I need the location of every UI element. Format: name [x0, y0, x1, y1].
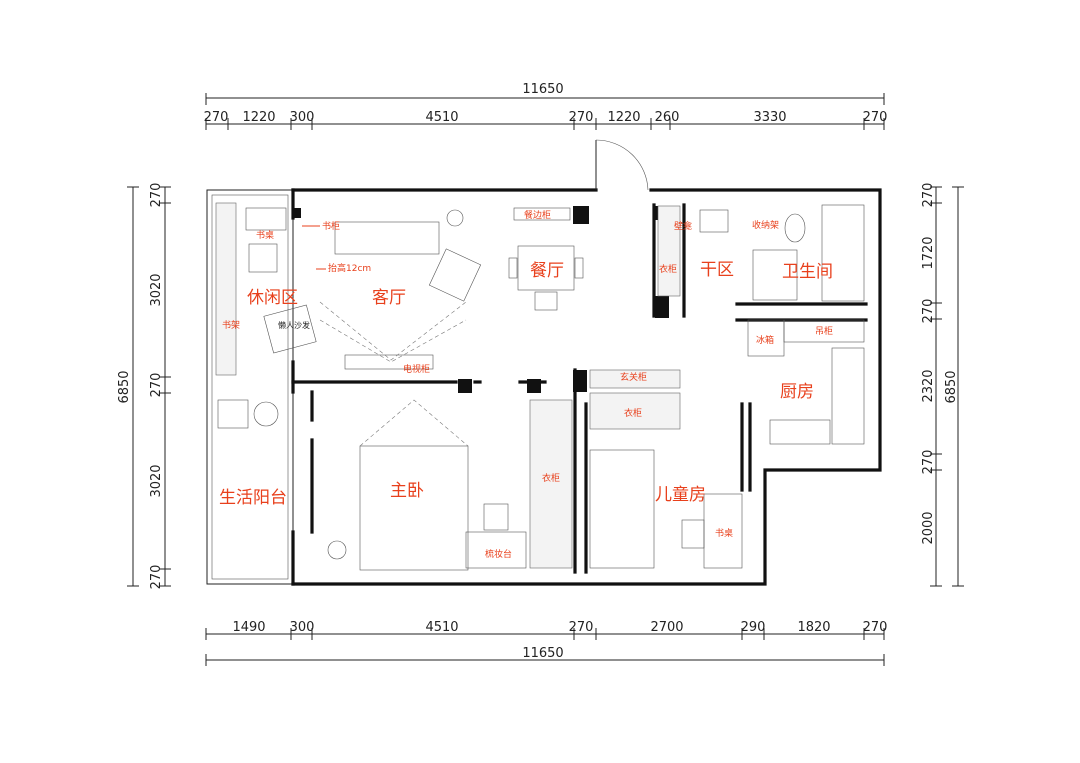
room-labels: 休闲区 客厅 餐厅 干区 卫生间 厨房 生活阳台 主卧 儿童房 [219, 260, 833, 508]
label-sideboard: 餐边柜 [524, 209, 551, 221]
dim-bottom-3: 4510 [425, 620, 458, 635]
dim-right-3: 270 [921, 299, 936, 324]
dim-left-5: 270 [149, 565, 164, 590]
dim-bottom-2: 300 [290, 620, 315, 635]
dim-top-5: 270 [569, 110, 594, 125]
dim-bottom-6: 290 [741, 620, 766, 635]
label-hanging-cabinet: 吊柜 [815, 325, 833, 337]
dim-right-2: 1720 [921, 236, 936, 269]
label-desk: 书桌 [256, 229, 274, 241]
dim-bottom-8: 270 [863, 620, 888, 635]
dim-left-2: 3020 [149, 273, 164, 306]
dim-left-3: 270 [149, 373, 164, 398]
label-tv-cabinet: 电视柜 [403, 363, 430, 375]
label-wardrobe-master: 衣柜 [542, 472, 560, 484]
room-master: 主卧 [390, 481, 424, 501]
label-raise: 抬高12cm [328, 262, 371, 274]
dim-top-8: 3330 [753, 110, 786, 125]
bottom-dimensions: 1490 300 4510 270 2700 290 1820 270 1165… [205, 620, 888, 666]
dim-left-1: 270 [149, 183, 164, 208]
dim-top-1: 270 [204, 110, 229, 125]
label-fridge: 冰箱 [756, 334, 774, 346]
label-shelf: 书架 [222, 320, 240, 331]
dim-top-4: 4510 [425, 110, 458, 125]
label-cabinet-dry: 壁龛 [674, 220, 692, 232]
label-lazy-sofa: 懒人沙发 [278, 320, 310, 330]
dim-bottom-total: 11650 [522, 646, 563, 661]
label-storage-rack: 收纳架 [752, 219, 779, 231]
dim-bottom-4: 270 [569, 620, 594, 635]
dim-right-6: 2000 [921, 511, 936, 544]
dim-bottom-5: 2700 [650, 620, 683, 635]
room-kitchen: 厨房 [780, 382, 814, 402]
dim-top-3: 300 [290, 110, 315, 125]
room-living: 客厅 [372, 288, 406, 308]
dim-top-7: 260 [655, 110, 680, 125]
dim-right-total: 6850 [944, 370, 959, 403]
dim-left-4: 3020 [149, 464, 164, 497]
room-balcony: 生活阳台 [219, 488, 287, 508]
dim-top-9: 270 [863, 110, 888, 125]
dim-top-total: 11650 [522, 82, 563, 97]
dim-bottom-1: 1490 [232, 620, 265, 635]
right-dimensions: 6850 270 1720 270 2320 270 2000 [921, 183, 964, 587]
dim-right-4: 2320 [921, 369, 936, 402]
dim-top-2: 1220 [242, 110, 275, 125]
left-dimensions: 6850 270 3020 270 3020 270 [117, 183, 171, 590]
label-entry-cabinet: 玄关柜 [620, 371, 647, 383]
room-leisure: 休闲区 [247, 288, 298, 308]
furniture [215, 202, 865, 571]
dim-left-total: 6850 [117, 370, 132, 403]
label-kids-desk: 书桌 [715, 527, 733, 539]
dim-top-6: 1220 [607, 110, 640, 125]
room-kids: 儿童房 [655, 485, 706, 505]
dim-bottom-7: 1820 [797, 620, 830, 635]
label-bookcase: 书柜 [322, 220, 340, 232]
label-wardrobe-hall: 衣柜 [624, 407, 642, 419]
room-bathroom: 卫生间 [782, 262, 833, 282]
dim-right-1: 270 [921, 183, 936, 208]
label-dresser: 梳妆台 [485, 548, 512, 560]
label-wardrobe-dry: 衣柜 [659, 263, 677, 275]
furniture-labels: 书桌 书柜 抬高12cm 书架 懒人沙发 餐边柜 电视柜 壁龛 衣柜 收纳架 冰… [222, 209, 833, 560]
top-dimensions: 11650 270 1220 300 4510 270 1220 260 333… [204, 82, 888, 130]
room-dining: 餐厅 [530, 261, 564, 281]
entrance-door [595, 139, 649, 191]
dim-right-5: 270 [921, 450, 936, 475]
room-dry-area: 干区 [700, 260, 734, 280]
walls [206, 188, 882, 586]
